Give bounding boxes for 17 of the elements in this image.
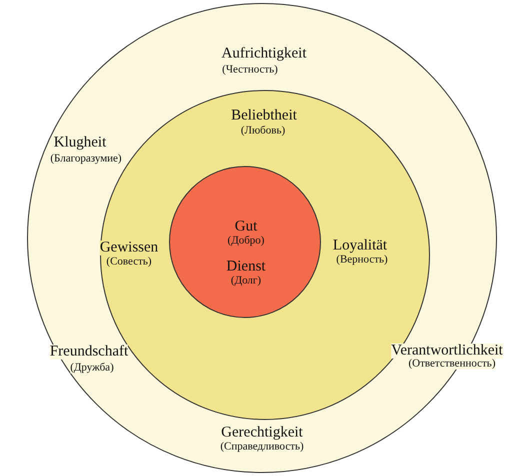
value-label: Verantwortlichkeit bbox=[391, 344, 503, 358]
value-label: Loyalität bbox=[332, 238, 388, 254]
translation-label: (Совесть) bbox=[106, 256, 152, 268]
translation-label: (Верность) bbox=[336, 254, 388, 266]
translation-label: (Дружба) bbox=[70, 362, 114, 374]
value-label: Freundschaft bbox=[50, 344, 128, 360]
translation-label: (Честность) bbox=[222, 64, 278, 76]
translation-label: (Любовь) bbox=[240, 126, 286, 136]
translation-label: (Долг) bbox=[230, 276, 262, 286]
value-label: Klugheit bbox=[54, 136, 106, 150]
translation-label: (Добро) bbox=[228, 236, 264, 246]
translation-label: (Благоразумие) bbox=[50, 154, 122, 164]
value-label: Gerechtigkeit bbox=[221, 426, 303, 440]
value-label: Gewissen bbox=[100, 240, 158, 256]
translation-label: (Ответственность) bbox=[408, 358, 496, 370]
translation-label: (Справедливость) bbox=[220, 442, 304, 452]
value-label: Aufrichtigkeit bbox=[222, 46, 306, 62]
